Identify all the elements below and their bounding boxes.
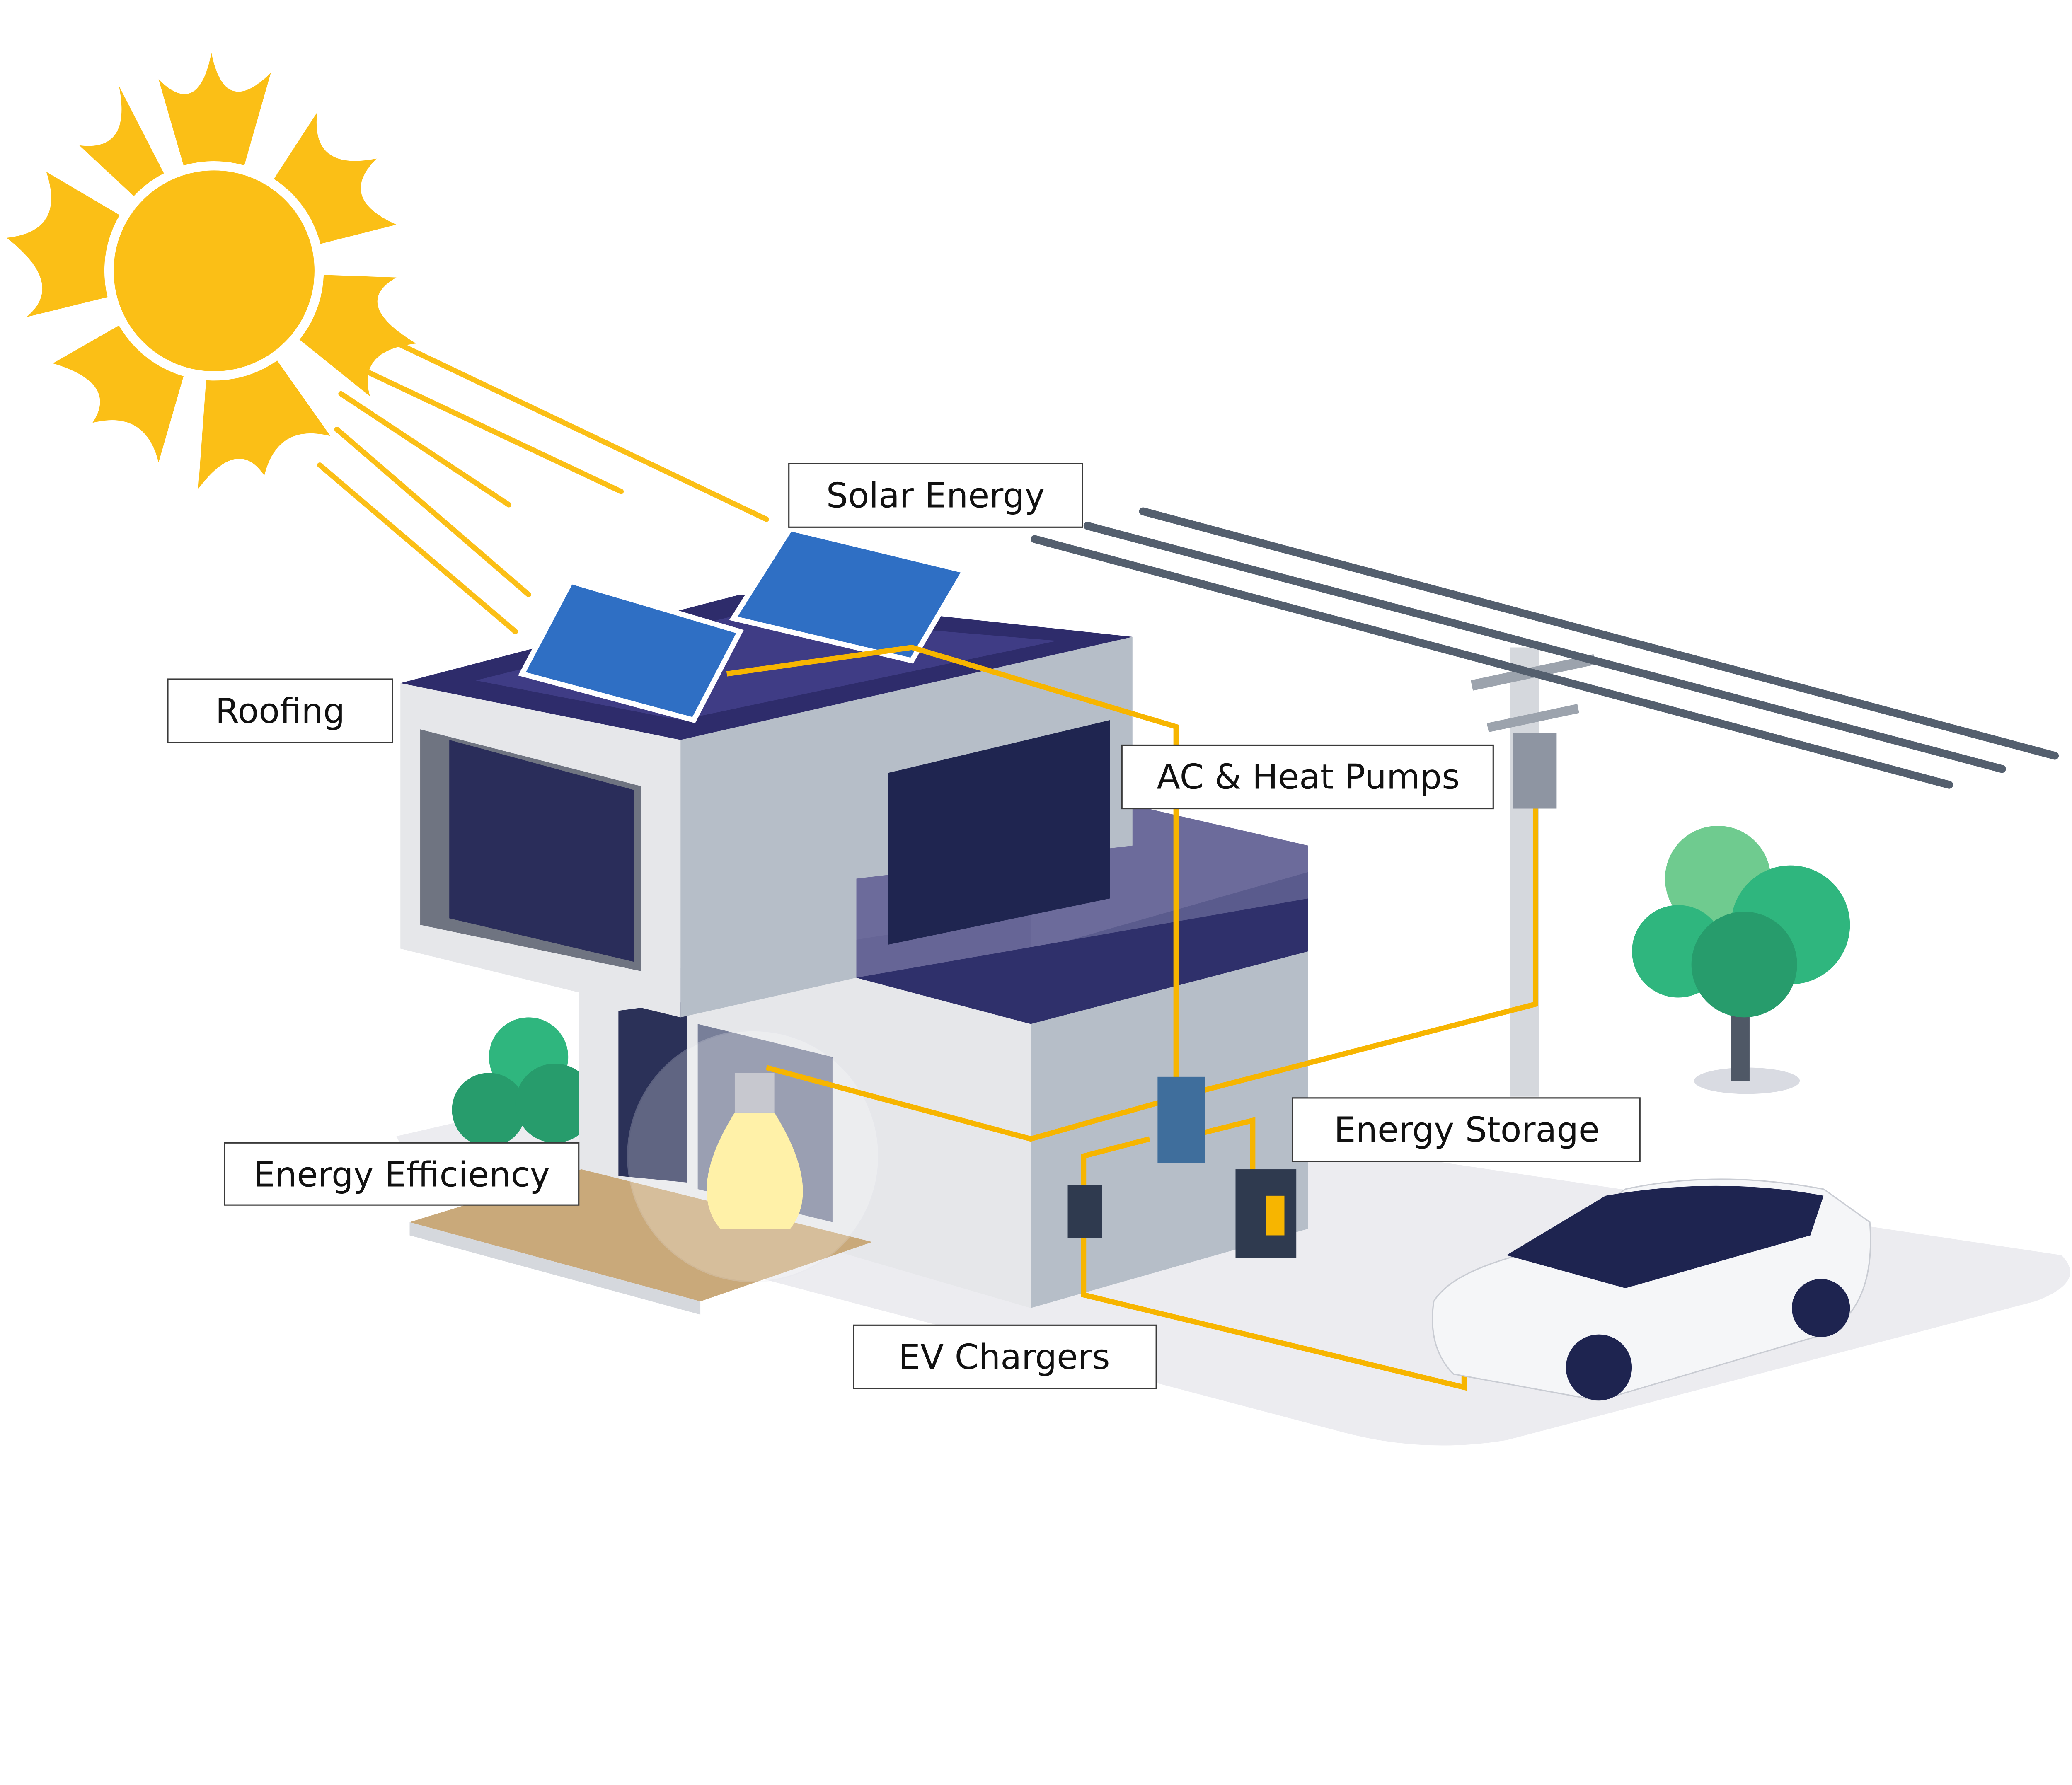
battery-storage-icon (1235, 1169, 1297, 1258)
utility-pole (1471, 647, 1596, 1097)
light-bulb-icon (627, 1030, 880, 1282)
label-solar-energy: Solar Energy (788, 463, 1083, 528)
label-roofing: Roofing (167, 678, 393, 743)
sun-icon (6, 53, 416, 489)
label-text: EV Chargers (898, 1337, 1110, 1377)
label-text: Energy Efficiency (253, 1155, 550, 1195)
label-energy-efficiency: Energy Efficiency (224, 1142, 580, 1206)
label-text: Energy Storage (1334, 1110, 1600, 1150)
power-lines (1031, 507, 2059, 789)
ev-charger-icon (1067, 1185, 1102, 1238)
solar-panels (518, 525, 969, 723)
label-text: Solar Energy (826, 475, 1045, 515)
tree-icon (1632, 825, 1850, 1094)
label-energy-storage: Energy Storage (1292, 1097, 1641, 1162)
electric-car-icon (1432, 1178, 1871, 1401)
smart-home-energy-diagram: Solar Energy Roofing AC & Heat Pumps Ene… (6, 53, 2070, 1446)
label-text: Roofing (215, 691, 345, 731)
bush-icon (452, 1017, 595, 1147)
label-ev-chargers: EV Chargers (853, 1324, 1157, 1389)
label-text: AC & Heat Pumps (1157, 757, 1460, 797)
sun-rays (317, 327, 769, 634)
label-ac-heat-pumps: AC & Heat Pumps (1121, 744, 1494, 810)
electric-panel-icon (1157, 1076, 1205, 1163)
